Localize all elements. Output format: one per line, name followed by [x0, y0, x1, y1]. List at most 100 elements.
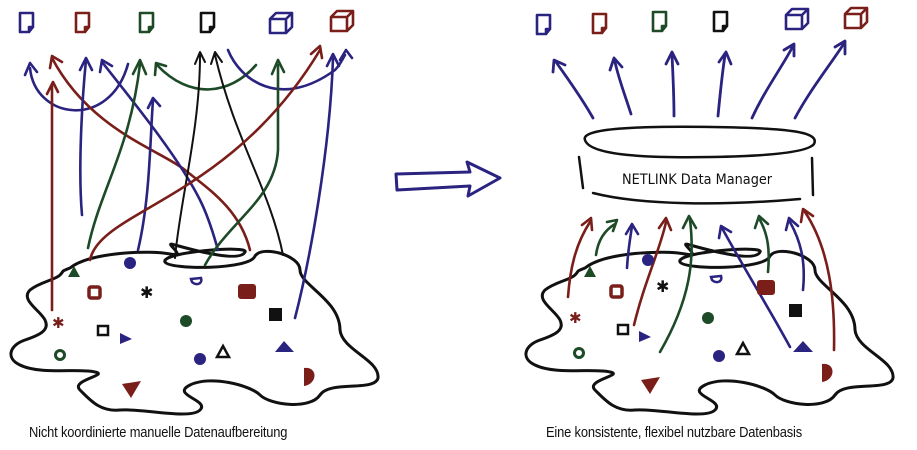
document-icon [138, 11, 155, 34]
arrowhead [782, 42, 796, 58]
triangle-shape [275, 341, 294, 352]
data-shapes: ✱ ✱ [569, 254, 833, 394]
arrowhead [551, 58, 567, 74]
arrowhead [78, 56, 94, 72]
arrowhead [717, 224, 733, 240]
circle-shape [54, 349, 66, 361]
right-arrow-icon [394, 160, 502, 198]
square-shape [757, 280, 775, 295]
arrow [554, 60, 595, 120]
square-shape [238, 284, 256, 299]
square-shape [87, 285, 102, 300]
data-pool-outline [524, 242, 895, 416]
cube-icon [843, 6, 869, 30]
cube-icon [329, 9, 355, 33]
cylinder-left-side [577, 155, 585, 190]
arrowhead [833, 39, 847, 56]
arrow [716, 53, 727, 118]
arrow [214, 54, 284, 256]
right-targets [535, 6, 869, 36]
circle-shape [642, 254, 654, 266]
square-shape [789, 304, 802, 317]
square-shape [609, 284, 624, 299]
circle-shape [702, 312, 714, 324]
arrowhead [210, 51, 223, 65]
arrowhead [48, 54, 64, 70]
circle-shape [194, 353, 206, 365]
arrow [720, 226, 792, 349]
circle-shape [713, 350, 725, 362]
arrow [174, 54, 201, 259]
document-icon [651, 10, 668, 33]
cup-shape [709, 274, 723, 284]
arrow [226, 48, 347, 91]
asterisk-shape: ✱ [569, 309, 582, 327]
arrow [566, 220, 592, 299]
right-caption: Eine konsistente, flexibel nutzbare Date… [546, 424, 802, 441]
arrowhead [131, 58, 148, 76]
arrowhead [325, 52, 341, 68]
square-shape [269, 308, 282, 321]
cube-icon [268, 11, 294, 35]
cylinder-top [583, 125, 816, 159]
half-circle-shape [304, 367, 315, 386]
data-manager-cylinder [577, 125, 816, 205]
right-panel: ✱ ✱ [524, 6, 895, 416]
arrowhead [309, 44, 324, 60]
output-arrows [551, 39, 847, 120]
square-shape [96, 324, 110, 337]
arrowhead [194, 51, 206, 65]
arrowhead [657, 216, 673, 232]
cylinder-right-side [810, 156, 815, 197]
arrow [88, 48, 322, 262]
arrowhead [338, 48, 354, 62]
document-icon [591, 12, 608, 35]
arrow [788, 220, 806, 292]
data-manager-label: NETLINK Data Manager [622, 172, 773, 188]
arrowhead [23, 61, 39, 77]
arrow [803, 210, 836, 352]
arrowhead [681, 214, 698, 230]
asterisk-shape: ✱ [656, 277, 669, 296]
arrow [28, 62, 130, 112]
document-icon [18, 11, 35, 34]
triangle-shape [641, 377, 660, 394]
data-shapes: ✱ ✱ [52, 257, 315, 398]
arrowhead [605, 218, 619, 233]
cup-shape [189, 276, 203, 286]
arrowhead [799, 207, 815, 224]
triangle-shape [122, 381, 141, 398]
arrow [136, 98, 155, 252]
arrowhead [717, 50, 733, 66]
circle-shape [124, 257, 136, 269]
arrow [632, 220, 668, 327]
arrowhead [98, 58, 114, 74]
arrowhead [45, 80, 60, 96]
arrow [203, 63, 280, 267]
document-icon [535, 13, 552, 36]
document-icon [74, 11, 91, 34]
arrow [658, 218, 693, 354]
left-panel: ✱ ✱ [9, 9, 380, 416]
triangle-shape [68, 266, 80, 277]
arrowhead [153, 61, 168, 77]
input-arrows [566, 207, 836, 354]
arrow [758, 218, 771, 274]
asterisk-shape: ✱ [52, 314, 65, 332]
arrow [594, 222, 617, 257]
arrowhead [608, 56, 624, 72]
triangle-shape [214, 343, 232, 359]
half-circle-shape [822, 363, 833, 382]
arrowhead [270, 58, 286, 76]
cube-icon [784, 7, 810, 31]
arrow [86, 62, 142, 250]
cylinder-bottom [591, 191, 802, 205]
left-caption: Nicht koordinierte manuelle Datenaufbere… [29, 424, 288, 441]
arrow [625, 224, 634, 270]
triangle-shape [793, 341, 813, 352]
triangle-shape [120, 333, 132, 344]
arrowhead [784, 216, 800, 232]
arrowhead [664, 50, 680, 66]
arrowhead [624, 222, 640, 236]
